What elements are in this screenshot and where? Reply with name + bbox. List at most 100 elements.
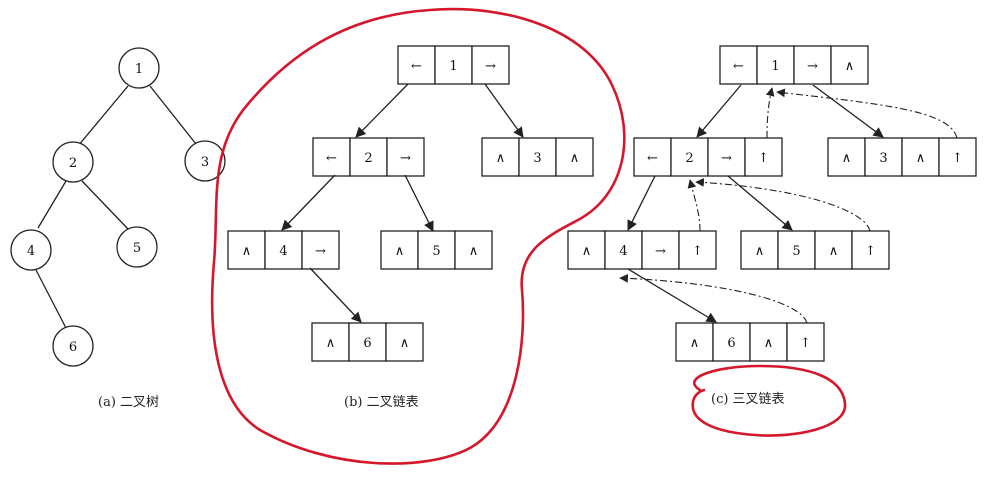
b-node-1-cell	[471, 45, 510, 85]
c-node-4: ∧ 4 → ↑	[567, 230, 717, 270]
c-node-1-cell	[719, 45, 758, 85]
b-node-1-cell-text: ←	[411, 59, 422, 74]
b-node-2: ← 2 →	[312, 137, 425, 177]
caption-a: (a) 二叉树	[98, 395, 159, 410]
b-node-1-cell-text: →	[485, 59, 496, 74]
b-node-5-cell-text: 5	[432, 244, 440, 259]
tree-node-2: 2	[52, 141, 94, 183]
b-node-6: ∧6∧	[311, 322, 424, 362]
c-node-5-cell-text: ↑	[865, 244, 876, 259]
highlight-outline	[210, 7, 847, 465]
b-node-3-cell-text: ∧	[570, 151, 580, 166]
binary-linked-list: ←1→←2→∧3∧∧4→∧5∧∧6∧	[227, 45, 594, 362]
c-node-5-cell-text: 5	[792, 244, 800, 259]
c-node-2-cell	[707, 137, 746, 177]
c-node-4-cell-text: 4	[619, 244, 627, 259]
tree-node-2-label: 2	[69, 156, 77, 171]
b-node-6-cell-text: ∧	[400, 336, 410, 351]
c-node-5-cell-text: ∧	[755, 244, 765, 259]
c-node-6-cell-text: ∧	[690, 336, 700, 351]
c-node-3-cell	[938, 137, 977, 177]
b-node-4-cell-text: ∧	[242, 244, 252, 259]
c-node-6: ∧ 6 ∧ ↑	[675, 322, 825, 362]
c-node-5-cell	[777, 230, 816, 270]
b-node-4-cell	[227, 230, 266, 270]
tree-node-3-label: 3	[201, 155, 209, 170]
c-node-2-cell-text: ←	[647, 151, 658, 166]
c-node-6-cell-text: ↑	[800, 336, 811, 351]
tree-node-1-label: 1	[135, 62, 143, 77]
tree-node-3: 3	[184, 140, 226, 182]
c-node-1-cell	[830, 45, 869, 85]
c-node-4-cell-text: ∧	[582, 244, 592, 259]
c-node-6-cell-text: 6	[727, 336, 735, 351]
b-node-5-cell-text: ∧	[469, 244, 479, 259]
b-node-2-cell-text: 2	[364, 151, 372, 166]
b-node-3: ∧ 3 ∧	[481, 137, 594, 177]
b-node-6-cell	[311, 322, 350, 362]
binary-list-links	[281, 83, 524, 323]
b-node-3-cell	[481, 137, 520, 177]
c-node-1: ← 1 → ∧	[719, 45, 869, 85]
c-node-5-cell-text: ∧	[829, 244, 839, 259]
b-node-4: ∧ 4 →	[227, 230, 340, 270]
c-node-4-cell	[641, 230, 680, 270]
c-node-6-cell-text: ∧	[764, 336, 774, 351]
c-node-4-cell	[678, 230, 717, 270]
b-node-3-cell-text: ∧	[496, 151, 506, 166]
c-node-2: ←2→↑	[633, 137, 783, 177]
c-node-2-cell	[670, 137, 709, 177]
c-node-3-cell-text: 3	[879, 151, 887, 166]
b-node-5: ∧5∧	[380, 230, 493, 270]
caption-b: (b) 二叉链表	[344, 395, 419, 410]
c-node-4-cell	[604, 230, 643, 270]
trinary-parent-links	[619, 87, 958, 324]
b-node-6-cell	[348, 322, 387, 362]
b-node-6-cell-text: ∧	[326, 336, 336, 351]
b-node-5-cell	[454, 230, 493, 270]
b-node-4-cell-text: →	[315, 244, 326, 259]
c-node-6-cell	[786, 322, 825, 362]
b-node-2-cell	[386, 137, 425, 177]
b-node-1-cell-text: 1	[449, 59, 457, 74]
tree-node-5-label: 5	[133, 241, 141, 256]
tree-node-4: 4	[10, 229, 52, 271]
tree-node-1: 1	[118, 47, 160, 89]
b-node-1: ← 1 →	[397, 45, 510, 85]
c-node-3-cell-text: ↑	[952, 151, 963, 166]
c-node-3-cell	[864, 137, 903, 177]
trinary-child-links	[627, 84, 884, 323]
b-node-6-cell	[385, 322, 424, 362]
b-node-5-cell	[417, 230, 456, 270]
c-node-4-cell-text: →	[655, 244, 666, 259]
c-node-2-cell	[744, 137, 783, 177]
c-node-3: ∧ 3 ∧ ↑	[827, 137, 977, 177]
b-node-2-cell-text: ←	[326, 151, 337, 166]
c-node-3-cell-text: ∧	[842, 151, 852, 166]
c-node-1-cell-text: ∧	[845, 59, 855, 74]
c-node-1-cell-text: →	[807, 59, 818, 74]
c-node-4-cell	[567, 230, 606, 270]
c-node-3-cell-text: ∧	[916, 151, 926, 166]
tree-node-5: 5	[116, 226, 158, 268]
b-node-3-cell-text: 3	[533, 151, 541, 166]
b-node-2-cell-text: →	[400, 151, 411, 166]
b-node-3-cell	[555, 137, 594, 177]
c-node-1-cell-text: 1	[771, 59, 779, 74]
b-node-5-cell	[380, 230, 419, 270]
caption-c: (c) 三叉链表	[711, 392, 785, 407]
c-node-2-cell	[633, 137, 672, 177]
tree-node-4-label: 4	[27, 244, 35, 259]
b-node-4-cell	[301, 230, 340, 270]
c-node-2-cell-text: 2	[685, 151, 693, 166]
b-node-4-cell-text: 4	[279, 244, 287, 259]
c-node-4-cell-text: ↑	[692, 244, 703, 259]
c-node-2-cell-text: ↑	[758, 151, 769, 166]
tree-node-6: 6	[52, 325, 94, 367]
c-node-1-cell-text: ←	[733, 59, 744, 74]
b-node-2-cell	[349, 137, 388, 177]
c-node-5-cell	[851, 230, 890, 270]
tree-node-6-label: 6	[69, 340, 77, 355]
c-node-1-cell	[756, 45, 795, 85]
